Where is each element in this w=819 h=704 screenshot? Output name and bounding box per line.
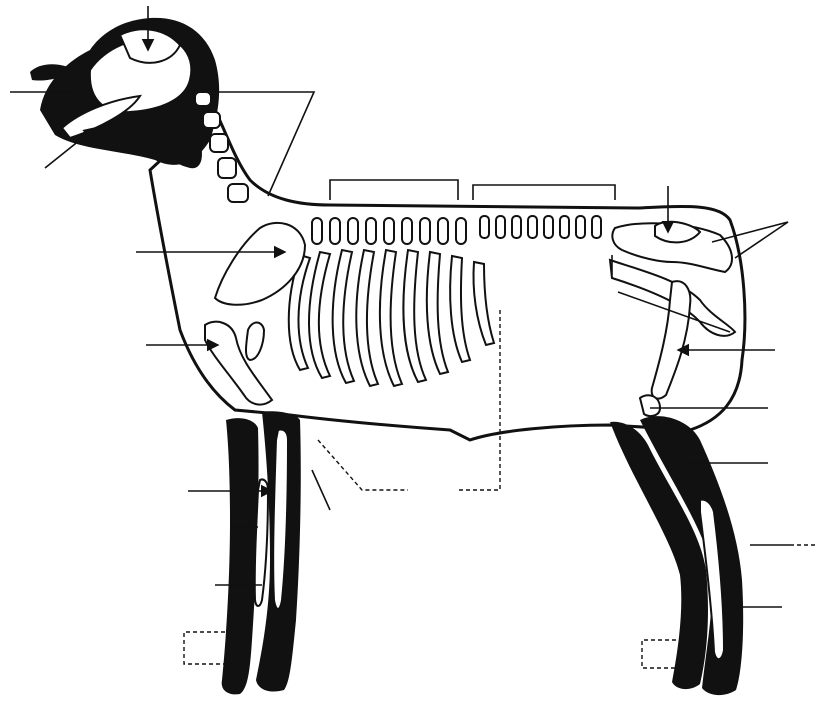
leader-line-elbow [312, 470, 330, 510]
bracket-lumbar [473, 185, 615, 200]
vertebra [195, 92, 211, 106]
vertebra [228, 184, 248, 202]
front-cannon-bone-far [255, 479, 268, 606]
hock-bone [640, 395, 660, 416]
leader-line-sternum [318, 440, 408, 490]
vertebra [203, 112, 220, 128]
vertebra [210, 134, 228, 152]
vertebra [218, 158, 236, 178]
bracket-thoracic [330, 180, 458, 200]
front-leg-far [222, 418, 259, 694]
thoracic-vertebrae [312, 218, 466, 244]
